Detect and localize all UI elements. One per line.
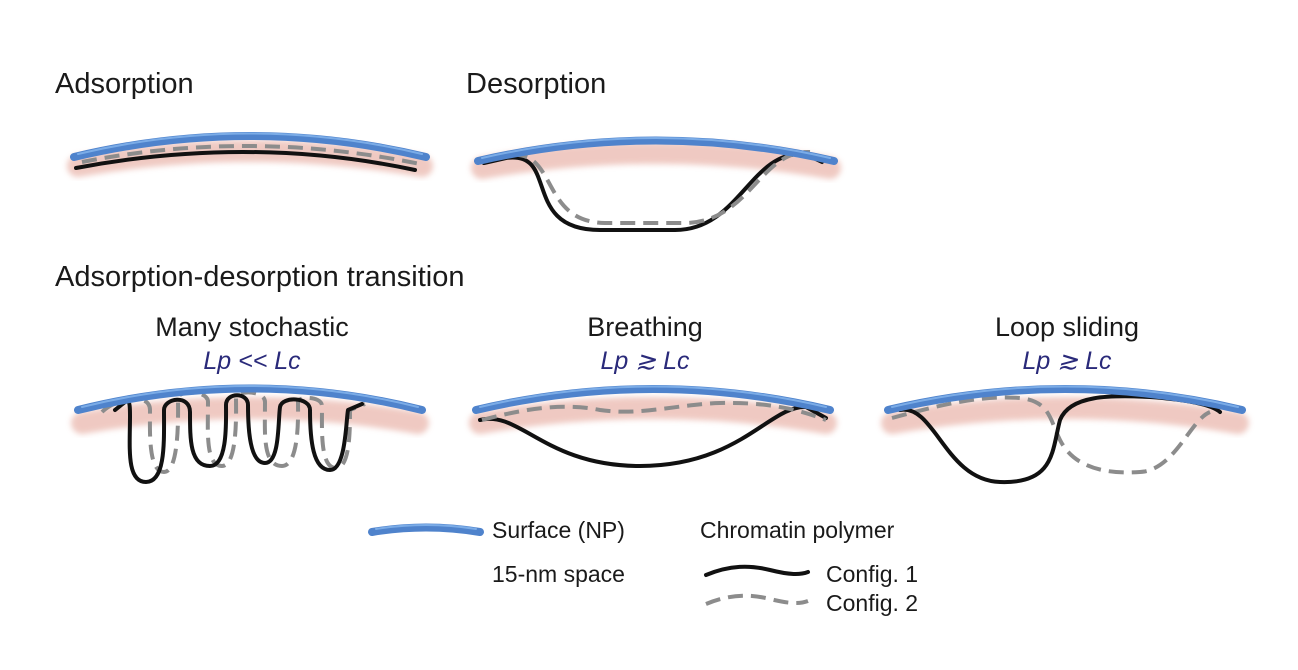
- surface-highlight: [77, 132, 423, 155]
- panel-desorption: [471, 136, 841, 232]
- surface-np: [74, 384, 426, 414]
- legend-config1-label: Config. 1: [826, 561, 918, 587]
- panel-adsorption: [67, 132, 433, 177]
- surface-highlight: [479, 385, 827, 408]
- panel-many-stochastic: [71, 384, 429, 484]
- space-band: [881, 397, 1249, 434]
- legend-space-label: 15-nm space: [492, 561, 625, 587]
- config2-path: [891, 395, 1211, 475]
- legend-surface-swatch: [368, 523, 484, 536]
- panel-loop-sliding: [881, 385, 1249, 485]
- config2-path: [81, 143, 421, 166]
- surface-np: [474, 136, 838, 165]
- desorption-title: Desorption: [466, 68, 606, 100]
- transition-title: Adsorption-desorption transition: [55, 261, 464, 293]
- legend-config2-label: Config. 2: [826, 590, 918, 616]
- mode-title-loop-sliding: Loop sliding: [995, 312, 1139, 342]
- legend-surface-label: Surface (NP): [492, 517, 625, 543]
- relation-many-stochastic: Lp << Lc: [203, 347, 301, 375]
- config1-path: [478, 404, 828, 468]
- surface-np: [70, 132, 430, 161]
- surface-highlight: [891, 385, 1239, 408]
- config1-path: [482, 151, 824, 232]
- config2-path: [100, 390, 366, 474]
- adsorption-title: Adsorption: [55, 68, 194, 100]
- mode-title-many-stochastic: Many stochastic: [155, 312, 349, 342]
- config1-path: [113, 393, 364, 484]
- legend-config1-swatch: [704, 564, 810, 577]
- legend-config2-swatch: [705, 593, 809, 606]
- mode-title-breathing: Breathing: [587, 312, 703, 342]
- legend: Surface (NP) 15-nm space Chromatin polym…: [367, 517, 918, 616]
- surface-highlight: [481, 137, 831, 159]
- relation-breathing: Lp ≳ Lc: [600, 347, 690, 375]
- legend-surface-highlight: [375, 524, 477, 530]
- config1-path: [74, 149, 417, 172]
- surface-np: [884, 385, 1246, 414]
- surface-highlight: [81, 385, 419, 408]
- surface-np: [472, 385, 834, 414]
- relation-loop-sliding: Lp ≳ Lc: [1022, 347, 1112, 375]
- legend-polymer-title: Chromatin polymer: [700, 517, 895, 543]
- config2-path: [481, 400, 827, 422]
- config2-path: [489, 149, 811, 225]
- panel-breathing: [469, 385, 837, 468]
